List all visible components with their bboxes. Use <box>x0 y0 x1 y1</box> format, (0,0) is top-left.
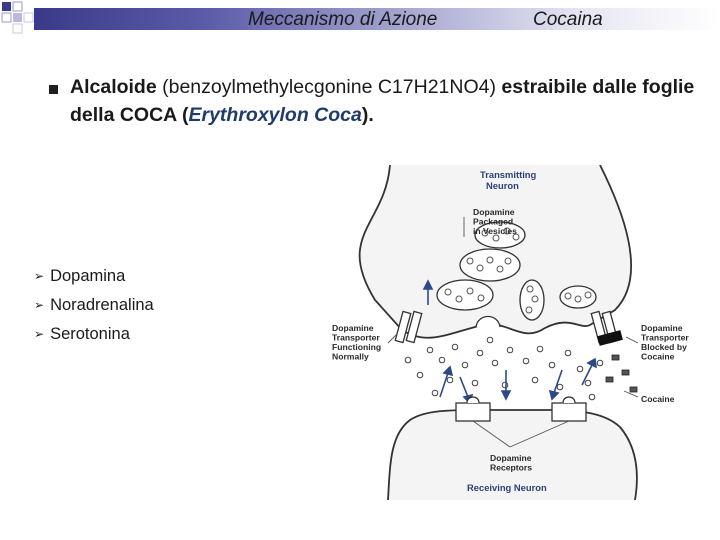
neurotransmitter-list: ➢Dopamina ➢Noradrenalina ➢Serotonina <box>34 262 154 349</box>
dopamine-molecules <box>404 336 604 401</box>
dopamine-transporter-normal <box>394 310 423 344</box>
arrow-bullet-icon: ➢ <box>34 298 45 312</box>
transmitting-neuron-label: Transmitting Neuron <box>480 169 539 191</box>
dopamine-transporter-blocked <box>590 310 623 346</box>
receptors-label: Dopamine Receptors <box>490 453 534 473</box>
title-bar <box>34 8 720 30</box>
list-item: ➢Dopamina <box>34 262 154 291</box>
chemical-formula: (benzoylmethylecgonine C17H21NO4) <box>162 76 496 98</box>
bullet-square-icon <box>49 85 58 94</box>
receiving-neuron-label: Receiving Neuron <box>467 482 547 493</box>
list-item: ➢Serotonina <box>34 320 154 349</box>
lead-word: Alcaloide <box>70 76 157 98</box>
release-site <box>475 315 501 328</box>
vesicle <box>559 285 597 309</box>
main-bullet-text: Alcaloide (benzoylmethylecgonine C17H21N… <box>70 73 710 129</box>
vesicle <box>519 279 545 321</box>
vesicle <box>436 279 494 311</box>
arrow-bullet-icon: ➢ <box>34 327 45 341</box>
transporter-normal-label: Dopamine Transporter Functioning Normall… <box>332 323 384 362</box>
list-item: ➢Noradrenalina <box>34 291 154 320</box>
bullet-continuation: estraibile dalle foglie della COCA ( <box>70 76 695 126</box>
transporter-blocked-label: Dopamine Transporter Blocked by Cocaine <box>641 323 691 362</box>
cocaine-label: Cocaine <box>641 394 675 404</box>
corner-decoration <box>1 1 34 34</box>
cocaine-molecules <box>605 354 638 393</box>
vesicle <box>474 221 526 249</box>
species-name: Erythroxylon Coca <box>188 104 362 126</box>
dopamine-receptor <box>455 396 491 422</box>
arrow-bullet-icon: ➢ <box>34 269 45 283</box>
slide-subtitle: Cocaina <box>533 9 603 30</box>
slide-title: Meccanismo di Azione <box>248 9 438 30</box>
bullet-end: ). <box>361 104 374 126</box>
vesicle <box>459 248 521 282</box>
dopamine-packaged-label: Dopamine Packaged in Vesicles <box>473 207 517 236</box>
synapse-diagram: Transmitting Neuron Dopamine Packaged in… <box>332 165 691 500</box>
label-leader-lines <box>387 217 639 448</box>
dopamine-receptor <box>551 396 587 422</box>
